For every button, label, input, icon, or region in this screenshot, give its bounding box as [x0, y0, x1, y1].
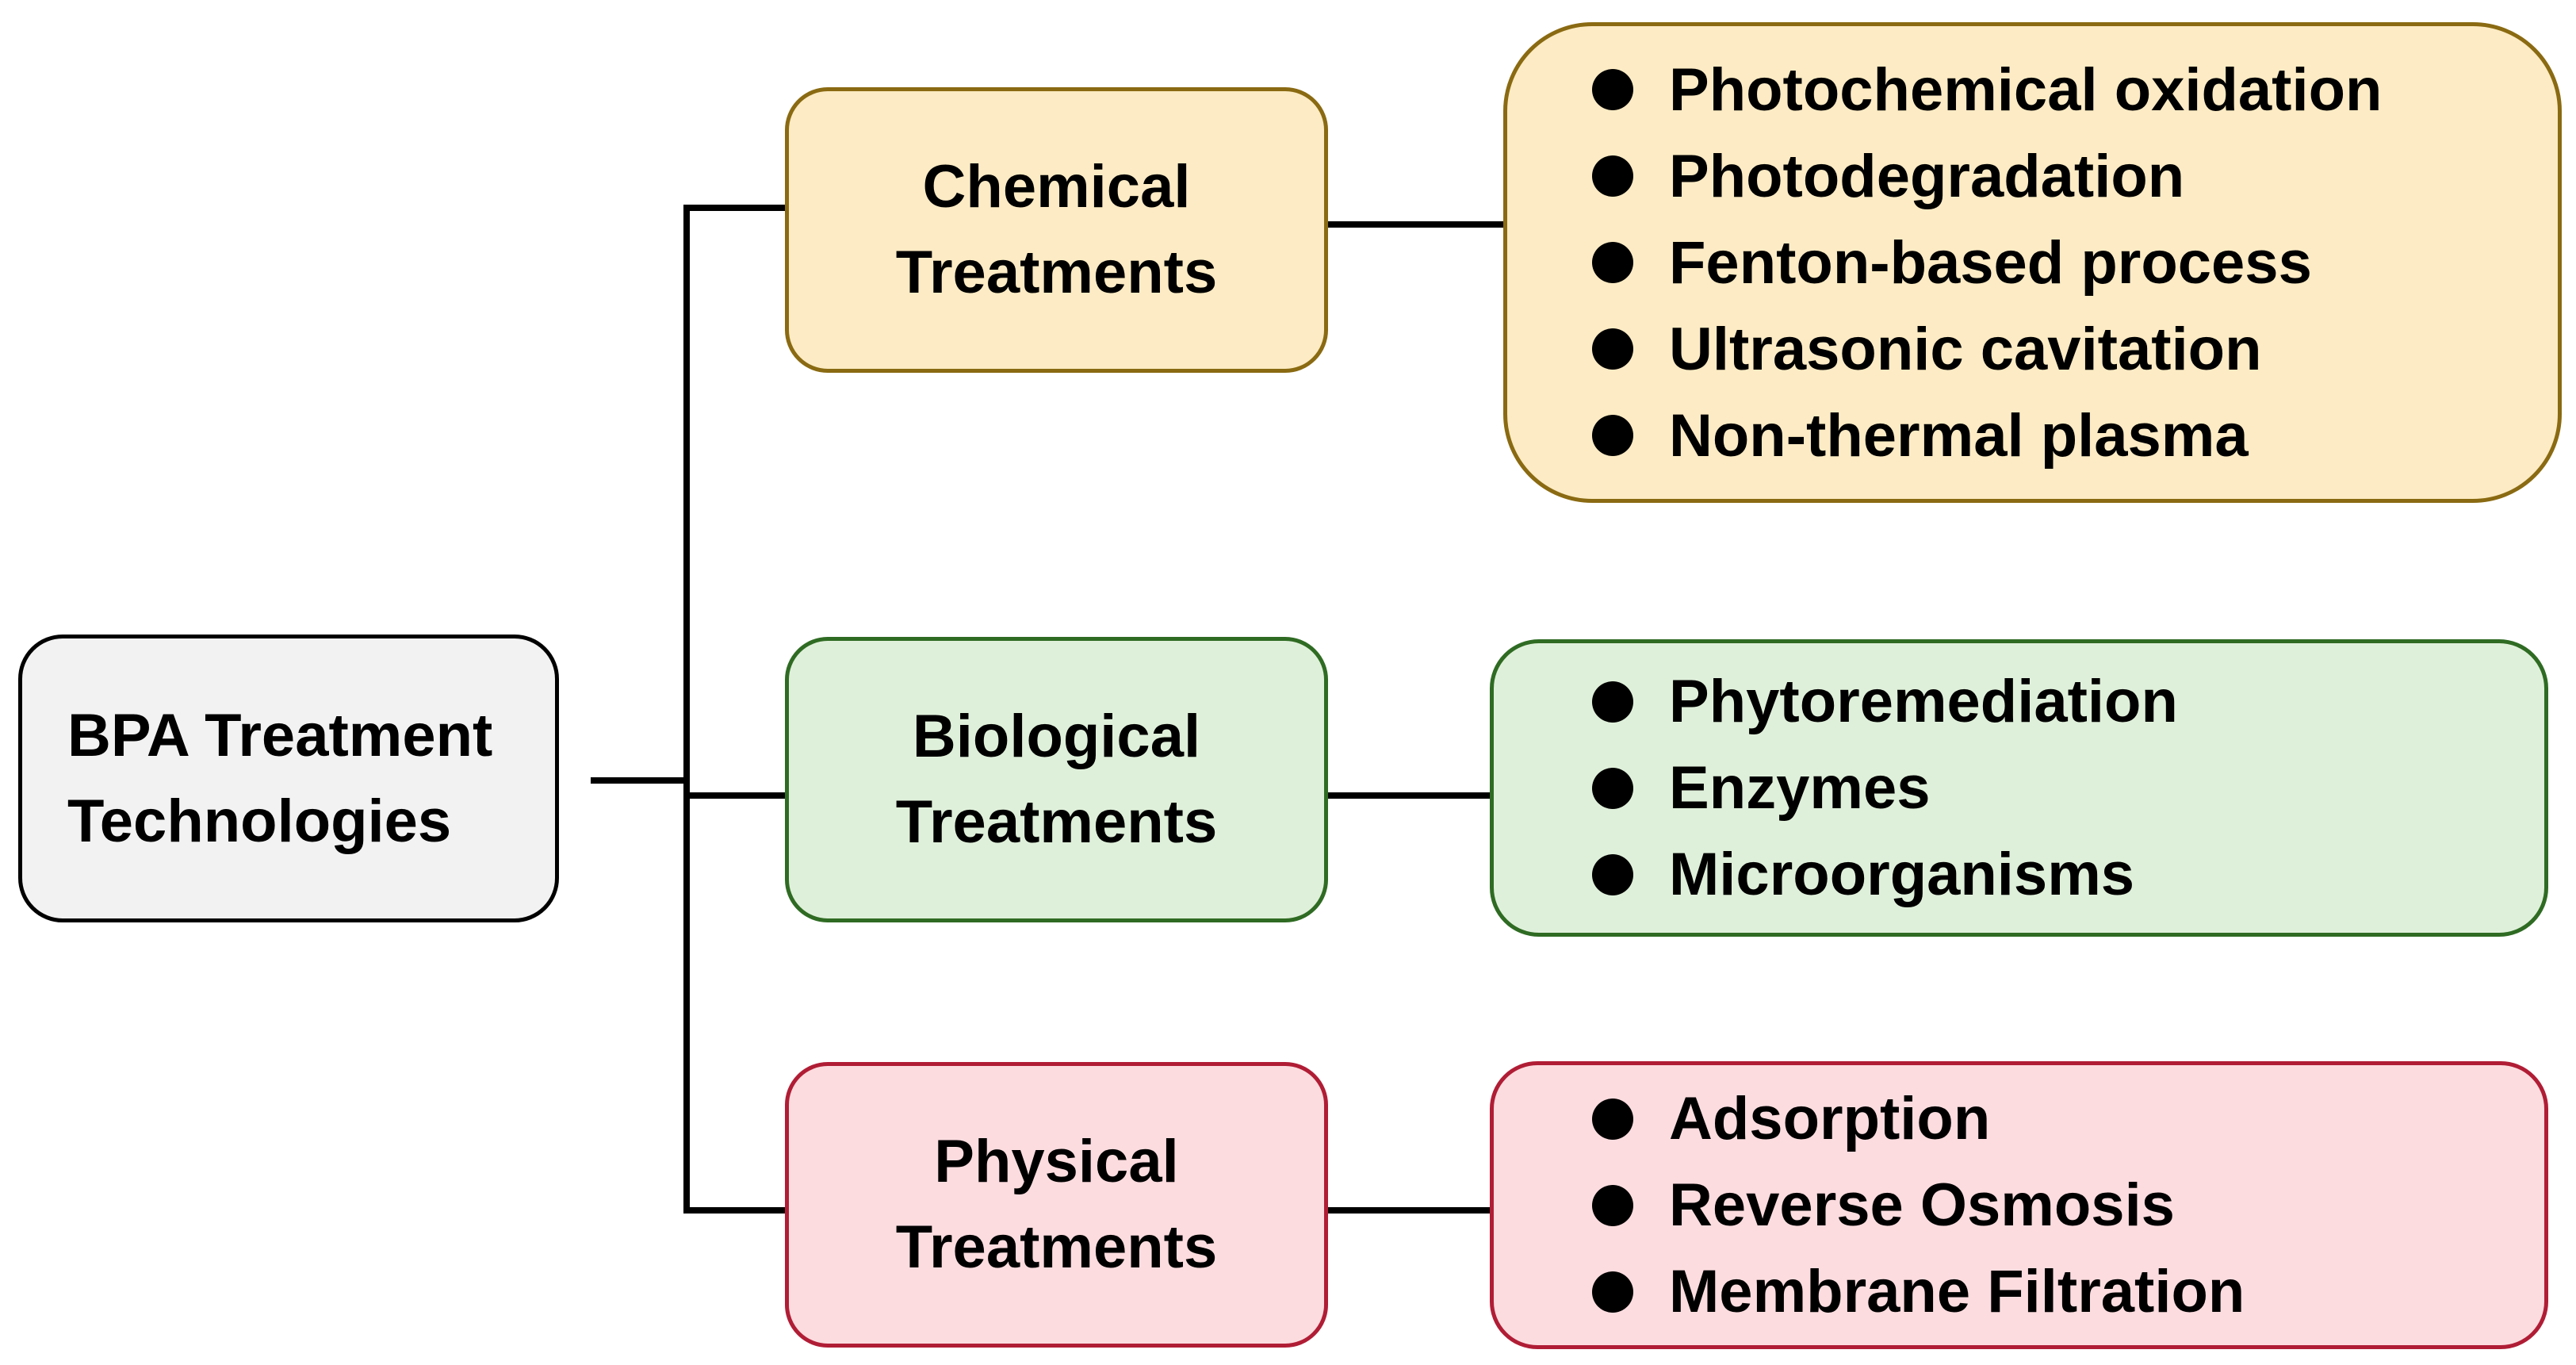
category-node-chemical: Chemical Treatments — [785, 87, 1328, 373]
list-item: Photodegradation — [1592, 133, 2558, 220]
physical-item-label: Adsorption — [1669, 1085, 1991, 1152]
biological-item-label: Enzymes — [1669, 754, 1931, 822]
physical-item-label: Membrane Filtration — [1669, 1258, 2245, 1325]
chemical-item-label: Fenton-based process — [1669, 228, 2312, 297]
category-node-biological: Biological Treatments — [785, 637, 1328, 922]
list-item: Phytoremediation — [1592, 658, 2544, 745]
list-item: Microorganisms — [1592, 831, 2544, 918]
list-item: Photochemical oxidation — [1592, 47, 2558, 133]
chemical-title-line-1: Chemical — [922, 153, 1191, 220]
bullet-icon — [1592, 242, 1633, 283]
bullet-icon — [1592, 69, 1633, 110]
chemical-title-line-2: Treatments — [895, 239, 1218, 306]
list-item: Enzymes — [1592, 745, 2544, 831]
category-node-physical: Physical Treatments — [785, 1062, 1328, 1348]
list-item: Membrane Filtration — [1592, 1248, 2544, 1335]
root-title-line-1: BPA Treatment — [67, 701, 493, 769]
list-item: Non-thermal plasma — [1592, 393, 2558, 479]
biological-item-label: Phytoremediation — [1669, 668, 2178, 735]
biological-items-box: Phytoremediation Enzymes Microorganisms — [1490, 639, 2548, 937]
physical-title-line-1: Physical — [934, 1128, 1179, 1195]
biological-item-label: Microorganisms — [1669, 841, 2135, 908]
bullet-icon — [1592, 1184, 1633, 1226]
list-item: Reverse Osmosis — [1592, 1162, 2544, 1248]
root-node-bpa-treatment-technologies: BPA Treatment Technologies — [18, 635, 559, 922]
bullet-icon — [1592, 1271, 1633, 1313]
bullet-icon — [1592, 681, 1633, 723]
biological-title-line-2: Treatments — [895, 788, 1218, 856]
list-item: Adsorption — [1592, 1076, 2544, 1162]
list-item: Ultrasonic cavitation — [1592, 306, 2558, 393]
physical-item-label: Reverse Osmosis — [1669, 1171, 2175, 1239]
bullet-icon — [1592, 155, 1633, 197]
chemical-item-label: Non-thermal plasma — [1669, 401, 2249, 470]
list-item: Fenton-based process — [1592, 220, 2558, 306]
bullet-icon — [1592, 328, 1633, 370]
biological-title-line-1: Biological — [912, 703, 1201, 770]
chemical-item-label: Photochemical oxidation — [1669, 56, 2383, 124]
chemical-item-label: Ultrasonic cavitation — [1669, 315, 2262, 383]
bullet-icon — [1592, 853, 1633, 895]
bullet-icon — [1592, 1098, 1633, 1140]
physical-title-line-2: Treatments — [895, 1214, 1218, 1281]
root-title-line-2: Technologies — [67, 787, 452, 855]
chemical-items-box: Photochemical oxidation Photodegradation… — [1503, 22, 2562, 503]
chemical-item-label: Photodegradation — [1669, 142, 2185, 210]
bullet-icon — [1592, 767, 1633, 809]
physical-items-box: Adsorption Reverse Osmosis Membrane Filt… — [1490, 1061, 2548, 1349]
bullet-icon — [1592, 415, 1633, 456]
